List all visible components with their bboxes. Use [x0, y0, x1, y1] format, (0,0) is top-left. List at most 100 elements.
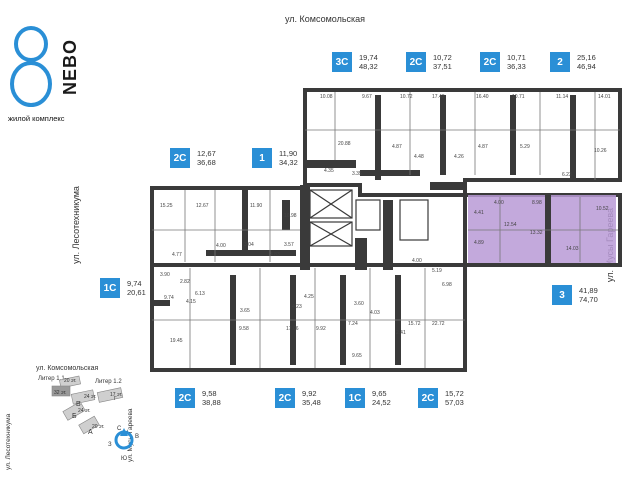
room-area-label: 3.35: [352, 171, 362, 177]
apartment-area-total: 37,51: [433, 62, 452, 71]
room-area-label: 10.26: [594, 148, 607, 154]
apartment-area-total: 35,48: [302, 398, 321, 407]
site-buildings: [51, 375, 124, 435]
apartment-badge-3-right[interactable]: 3: [552, 285, 572, 305]
room-area-label: 22.72: [432, 321, 445, 327]
room-area-label: 10.98: [284, 213, 297, 219]
room-area-label: 13.32: [530, 230, 543, 236]
apartment-badge-2C-b2[interactable]: 2С: [275, 388, 295, 408]
apartment-area-total: 36,33: [507, 62, 526, 71]
room-area-label: 5.19: [432, 268, 442, 274]
room-area-label: 2.41: [396, 330, 406, 336]
apartment-area-kitchen: 11,90: [279, 149, 298, 158]
interior-walls: [152, 92, 620, 368]
room-area-label: 9.58: [239, 326, 249, 332]
room-area-label: 6.23: [562, 172, 572, 178]
room-area-label: 8.98: [532, 200, 542, 206]
room-area-label: 10.72: [400, 94, 413, 100]
room-area-label: 15.25: [160, 203, 173, 209]
room-area-label: 9.74: [164, 295, 174, 301]
room-area-label: 12.54: [504, 222, 517, 228]
room-area-label: 6.13: [195, 291, 205, 297]
room-area-label: 4.87: [392, 144, 402, 150]
room-area-label: 4.48: [414, 154, 424, 160]
room-area-label: 3.90: [160, 272, 170, 278]
stair-core: [309, 189, 429, 247]
site-liter-right: Литер 1.2: [95, 379, 122, 385]
site-block-label: В: [76, 401, 81, 408]
site-floor-labels: 20 эт.32 эт.24 эт.17 эт.24 эт.20 эт.Г: [54, 378, 123, 430]
room-area-label: 10.71: [512, 94, 525, 100]
apartment-area-total: 57,03: [445, 398, 464, 407]
highlighted-apartment[interactable]: [468, 195, 616, 263]
room-area-label: 4.77: [172, 252, 182, 258]
room-area-label: 4.00: [494, 200, 504, 206]
room-area-label: 14.01: [598, 94, 611, 100]
compass-s: Ю: [121, 456, 127, 462]
site-floor-label: 20 эт.: [92, 424, 105, 430]
apartment-badge-2C-t1[interactable]: 2С: [406, 52, 426, 72]
apartment-badge-3C-top[interactable]: 3С: [332, 52, 352, 72]
site-plan: ул. Комсомольская ул. Лесотехникума ул. …: [5, 365, 139, 470]
room-area-label: 9.92: [316, 326, 326, 332]
apartment-area-total: 36,68: [197, 158, 216, 167]
room-area-label: 14.03: [566, 246, 579, 252]
apartment-area-total: 46,94: [577, 62, 596, 71]
room-area-label: 17.06: [286, 326, 299, 332]
apartment-badge-2C-left[interactable]: 2С: [170, 148, 190, 168]
room-area-label: 19.45: [170, 338, 183, 344]
apartment-area-kitchen: 41,89: [579, 286, 598, 295]
room-area-label: 12.67: [196, 203, 209, 209]
room-area-label: 4.83: [270, 252, 280, 258]
street-top: ул. Комсомольская: [285, 14, 366, 24]
room-area-label: 6.98: [442, 282, 452, 288]
compass-icon: С В З Ю: [108, 426, 139, 462]
site-floor-label: 32 эт.: [54, 390, 67, 396]
room-area-label: 4.00: [412, 258, 422, 264]
apartment-area-kitchen: 9,58: [202, 389, 217, 398]
room-area-label: 9.67: [362, 94, 372, 100]
room-area-label: 4.26: [454, 154, 464, 160]
room-area-label: 4.25: [304, 294, 314, 300]
compass-n: С: [117, 426, 122, 432]
room-area-label: 3.65: [240, 308, 250, 314]
room-area-label: 17.43: [432, 94, 445, 100]
apartment-badge-2C-t2[interactable]: 2С: [480, 52, 500, 72]
apartment-area-total: 24,52: [372, 398, 391, 407]
apartment-area-total: 48,32: [359, 62, 378, 71]
apartment-area-kitchen: 10,71: [507, 53, 526, 62]
room-area-label: 4.03: [370, 310, 380, 316]
apartment-area-kitchen: 9,74: [127, 279, 142, 288]
apartment-badge-2C-b3[interactable]: 2С: [418, 388, 438, 408]
apartment-area-kitchen: 9,65: [372, 389, 387, 398]
apartment-badge-2C-b1[interactable]: 2С: [175, 388, 195, 408]
apartment-badge-1C-left[interactable]: 1С: [100, 278, 120, 298]
apartment-area-kitchen: 25,16: [577, 53, 596, 62]
site-street-top: ул. Комсомольская: [36, 365, 98, 372]
apartment-area-kitchen: 12,67: [197, 149, 216, 158]
room-area-label: 15.72: [408, 321, 421, 327]
site-floor-label: 24 эт.: [78, 408, 91, 414]
room-area-label: 4.15: [186, 299, 196, 305]
apartment-area-kitchen: 15,72: [445, 389, 464, 398]
apartment-area-kitchen: 19,74: [359, 53, 378, 62]
apartment-badge-1-left[interactable]: 1: [252, 148, 272, 168]
site-block-label: Б: [72, 413, 77, 420]
room-area-label: 4.89: [474, 240, 484, 246]
room-area-label: 10.08: [320, 94, 333, 100]
logo-subtitle: жилой комплекс: [8, 114, 65, 123]
site-floor-label: Г: [114, 396, 117, 402]
apartment-badge-2-top[interactable]: 2: [550, 52, 570, 72]
apartment-badge-1C-b[interactable]: 1С: [345, 388, 365, 408]
